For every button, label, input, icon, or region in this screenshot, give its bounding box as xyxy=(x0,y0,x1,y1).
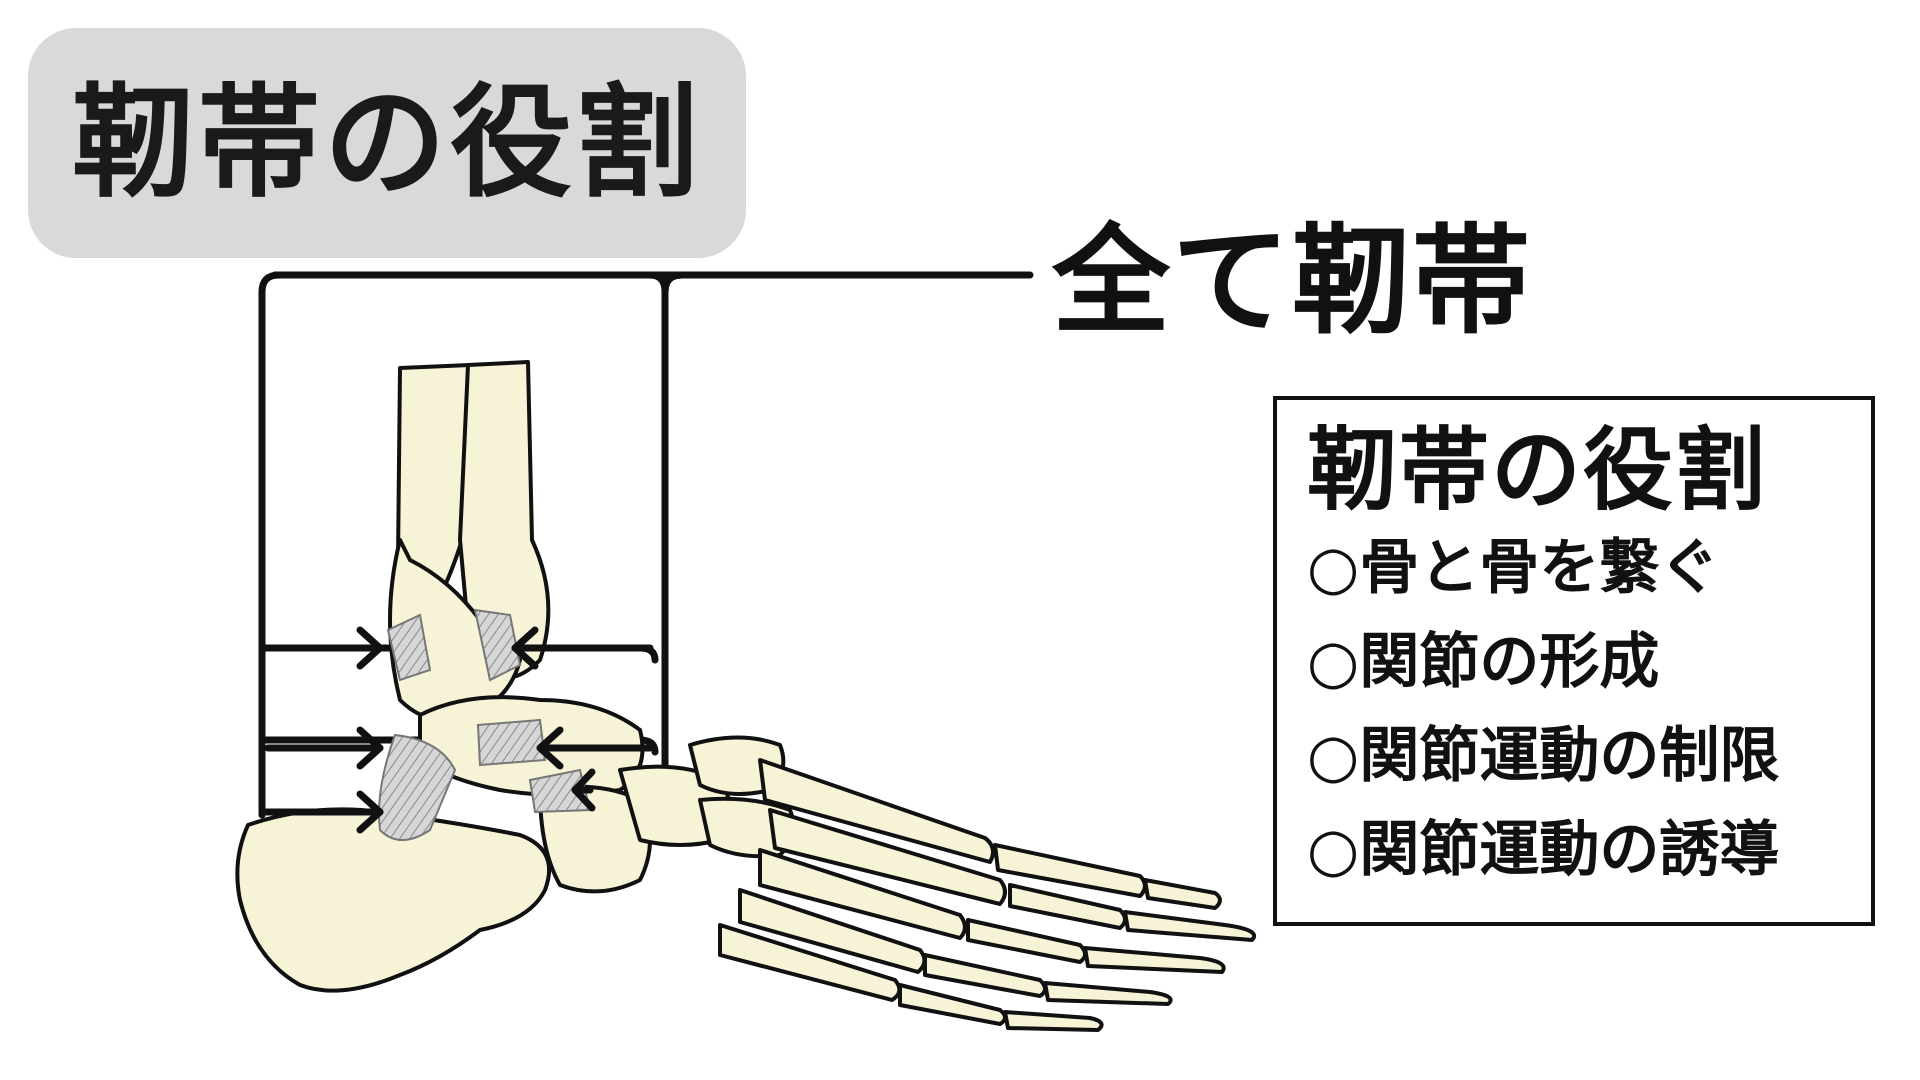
list-item: ○関節運動の制限 xyxy=(1307,721,1780,791)
ligaments xyxy=(378,608,592,841)
page-title: 靭帯の役割 xyxy=(72,72,702,214)
bracket-outline xyxy=(258,271,1034,819)
info-box: 靭帯の役割 ○骨と骨を繋ぐ ○関節の形成 ○関節運動の制限 ○関節運動の誘導 xyxy=(1273,396,1875,926)
callout-label: 全て靭帯 xyxy=(1052,212,1533,350)
foot-bones xyxy=(235,360,1257,1032)
info-heading: 靭帯の役割 xyxy=(1307,418,1767,523)
list-item: ○骨と骨を繋ぐ xyxy=(1307,533,1720,603)
ligament-arrows xyxy=(264,626,654,834)
title-box: 靭帯の役割 xyxy=(28,28,746,258)
list-item: ○関節運動の誘導 xyxy=(1307,815,1780,885)
list-item: ○関節の形成 xyxy=(1307,627,1660,697)
